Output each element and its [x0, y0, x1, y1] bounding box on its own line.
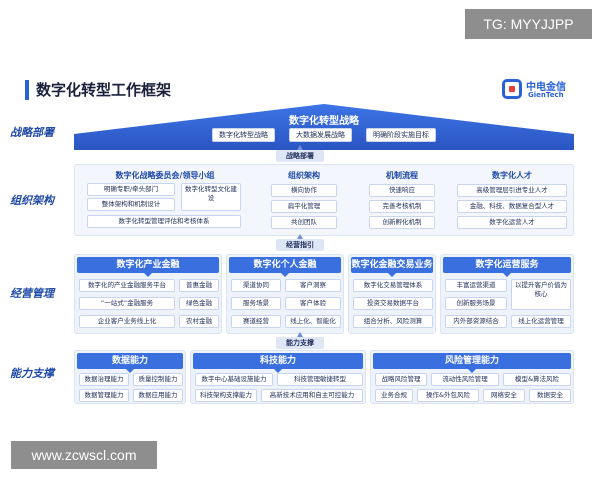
logo-en-text: GienTech — [528, 91, 564, 99]
cap-risk-item: 战略风险管理 — [375, 373, 427, 386]
ops-trading-item: 组合分析、风险测算 — [353, 315, 433, 328]
committee-item: 明确专职/牵头部门 — [87, 183, 175, 196]
org-panel: 数字化战略委员会/领导小组 明确专职/牵头部门 整体架构和机制设计 数字化转型文… — [74, 164, 574, 236]
cap-risk-item: 业务合规 — [375, 389, 413, 402]
committee-item: 数字化转型文化建设 — [181, 183, 241, 211]
cap-data-item: 数据管理能力 — [79, 389, 129, 402]
cap-data-item: 质量控制能力 — [133, 373, 183, 386]
ops-operation-panel: 数字化运营服务 丰富运营渠道 以提升客户价值为核心 创新服务场景 内外部资源结合… — [440, 254, 574, 334]
ops-operation-item: 创新服务场景 — [445, 297, 507, 310]
committee-item: 整体架构和机制设计 — [87, 198, 175, 211]
cap-risk-title: 风险管理能力 — [373, 353, 571, 373]
committee-title: 数字化战略委员会/领导小组 — [115, 171, 215, 180]
row-label-capability: 能力支撑 — [10, 367, 54, 380]
cap-tech-item: 科技管理敏捷转型 — [277, 373, 363, 386]
talent-item: 高级管理层引进专业人才 — [457, 184, 567, 197]
process-item: 创新孵化机制 — [369, 216, 435, 229]
page-title: 数字化转型工作框架 — [36, 81, 172, 99]
ops-personal-title: 数字化个人金融 — [229, 257, 341, 277]
strategy-item: 数字化转型战略 — [212, 128, 275, 142]
company-logo: 中电金信 GienTech — [502, 77, 572, 103]
process-item: 快速响应 — [369, 184, 435, 197]
ops-operation-item: 内外部资源结合 — [445, 315, 507, 328]
cap-risk-panel: 风险管理能力 战略风险管理 流动性风险管理 模型&算法风险 业务合规 操作&外包… — [370, 350, 574, 404]
ops-industry-item: “一站式”金融服务 — [79, 297, 175, 310]
strategy-items: 数字化转型战略 大数据发展战略 明确阶段实施目标 — [74, 128, 574, 142]
cap-data-panel: 数据能力 数据治理能力 质量控制能力 数据管理能力 数据应用能力 — [74, 350, 186, 404]
structure-item: 共创团队 — [271, 216, 337, 229]
ops-industry-item: 数字化的产业金融服务平台 — [79, 279, 175, 292]
ops-industry-item: 农村金融 — [179, 315, 219, 328]
logo-cn-text: 中电金信 — [526, 82, 566, 93]
ops-trading-item: 投资交易数据平台 — [353, 297, 433, 310]
row-label-ops: 经营管理 — [10, 287, 54, 300]
structure-item: 横向协作 — [271, 184, 337, 197]
cap-data-title: 数据能力 — [77, 353, 183, 373]
strategy-item: 明确阶段实施目标 — [366, 128, 436, 142]
title-accent-bar — [25, 80, 29, 100]
watermark-top: TG: MYYJJPP — [465, 9, 592, 39]
ops-personal-item: 客户体验 — [285, 297, 341, 310]
cap-tech-panel: 科技能力 数字中心基础设施能力 科技管理敏捷转型 科技架构支撑能力 高新技术应用… — [190, 350, 366, 404]
cap-data-item: 数据治理能力 — [79, 373, 129, 386]
cap-risk-item: 流动性风险管理 — [431, 373, 499, 386]
ops-industry-item: 绿色金融 — [179, 297, 219, 310]
ops-trading-title: 数字化金融交易业务 — [351, 257, 433, 277]
ops-operation-item: 线上化运营管理 — [511, 315, 571, 328]
watermark-bottom: www.zcwscl.com — [11, 441, 157, 469]
cap-data-item: 数据应用能力 — [133, 389, 183, 402]
ops-industry-item: 企业客户业务线上化 — [79, 315, 175, 328]
ops-personal-item: 客户洞察 — [285, 279, 341, 292]
ops-personal-panel: 数字化个人金融 渠道协同 客户洞察 服务场景 客户体验 赛道经营 线上化、智能化 — [226, 254, 344, 334]
ops-industry-panel: 数字化产业金融 数字化的产业金融服务平台 普惠金融 “一站式”金融服务 绿色金融… — [74, 254, 222, 334]
connector-ops: 经营指引 — [276, 234, 324, 251]
ops-trading-panel: 数字化金融交易业务 数字化交易管理体系 投资交易数据平台 组合分析、风险测算 — [348, 254, 436, 334]
cap-tech-item: 科技架构支撑能力 — [195, 389, 257, 402]
logo-icon — [502, 79, 522, 99]
roof-shape — [74, 104, 574, 150]
ops-trading-item: 数字化交易管理体系 — [353, 279, 433, 292]
ops-industry-item: 普惠金融 — [179, 279, 219, 292]
cap-risk-item: 数据安全 — [529, 389, 571, 402]
strategy-title: 数字化转型战略 — [289, 116, 359, 127]
ops-operation-item: 丰富运营渠道 — [445, 279, 507, 292]
ops-personal-item: 渠道协同 — [231, 279, 281, 292]
cap-risk-item: 网络安全 — [483, 389, 525, 402]
cap-risk-item: 操作&外包风险 — [417, 389, 479, 402]
cap-risk-item: 模型&算法风险 — [503, 373, 571, 386]
connector-capability: 能力支撑 — [276, 332, 324, 349]
strategy-item: 大数据发展战略 — [289, 128, 352, 142]
talent-item: 数字化运营人才 — [457, 216, 567, 229]
ops-personal-item: 服务场景 — [231, 297, 281, 310]
process-title: 机制流程 — [386, 171, 418, 180]
cap-tech-title: 科技能力 — [193, 353, 363, 373]
committee-item: 数字化转型管理评估和考核体系 — [87, 215, 241, 228]
ops-operation-title: 数字化运营服务 — [443, 257, 571, 277]
ops-personal-item: 线上化、智能化 — [285, 315, 341, 328]
cap-tech-item: 数字中心基础设施能力 — [195, 373, 273, 386]
row-label-strategy: 战略部署 — [10, 126, 54, 139]
talent-item: 金融、科技、数据复合型人才 — [457, 200, 567, 213]
cap-tech-item: 高新技术应用和自主可控能力 — [261, 389, 363, 402]
ops-industry-title: 数字化产业金融 — [77, 257, 219, 277]
talent-title: 数字化人才 — [492, 171, 532, 180]
ops-personal-item: 赛道经营 — [231, 315, 281, 328]
structure-title: 组织架构 — [288, 171, 320, 180]
ops-operation-item: 以提升客户价值为核心 — [511, 279, 571, 310]
structure-item: 扁平化管理 — [271, 200, 337, 213]
process-item: 完善考核机制 — [369, 200, 435, 213]
connector-strategy: 战略部署 — [276, 145, 324, 162]
strategy-roof: 数字化转型战略 数字化转型战略 大数据发展战略 明确阶段实施目标 — [74, 104, 574, 150]
row-label-org: 组织架构 — [10, 194, 54, 207]
